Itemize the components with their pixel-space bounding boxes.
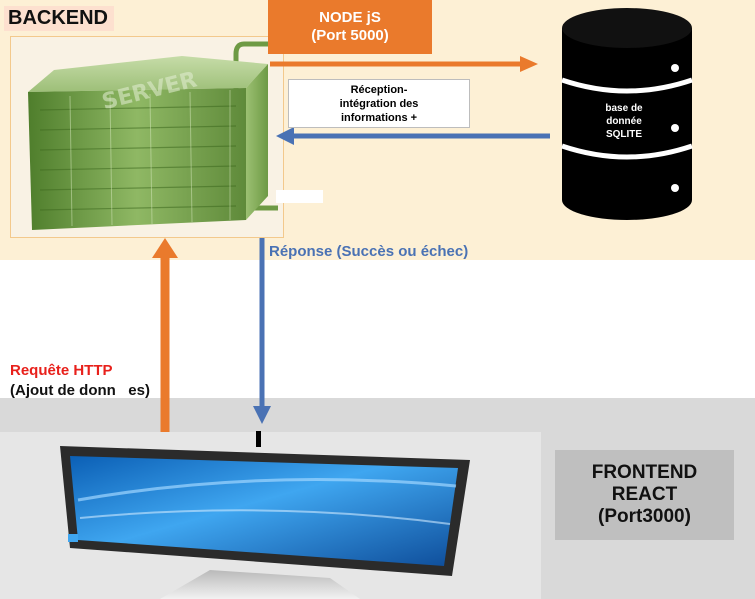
arrow-request-up <box>152 238 178 432</box>
reception-line-3: informations + <box>340 111 418 124</box>
reception-box: Réception- intégration des informations … <box>288 79 470 128</box>
monitor-icon <box>60 446 470 599</box>
arrow-response-down <box>253 238 271 424</box>
frontend-title: FRONTEND <box>591 462 698 483</box>
database-label: base de donnée SQLITE <box>585 98 663 144</box>
database-label-line-2: donnée <box>606 115 642 127</box>
arrow-node-to-database <box>270 56 538 72</box>
response-label: Réponse (Succès ou échec) <box>269 243 469 260</box>
frontend-framework: REACT <box>611 484 678 505</box>
request-label: Requête HTTP <box>10 362 113 379</box>
database-label-line-3: SQLITE <box>605 128 643 140</box>
node-js-port: (Port 5000) <box>311 27 389 44</box>
reception-line-2: intégration des <box>339 97 419 110</box>
white-patch <box>276 190 323 203</box>
request-sublabel: (Ajout de donn es) <box>10 382 150 399</box>
node-js-title: NODE jS <box>319 9 381 26</box>
connector-tick <box>256 431 261 447</box>
node-js-box: NODE jS (Port 5000) <box>268 0 432 54</box>
frontend-port: (Port3000) <box>598 506 691 527</box>
frontend-box: FRONTEND REACT (Port3000) <box>555 450 734 540</box>
reception-line-1: Réception- <box>350 83 408 96</box>
backend-label: BACKEND <box>4 6 114 31</box>
database-label-line-1: base de <box>605 102 643 114</box>
arrow-database-to-node <box>276 127 550 145</box>
server-icon: SERVER <box>28 56 268 230</box>
